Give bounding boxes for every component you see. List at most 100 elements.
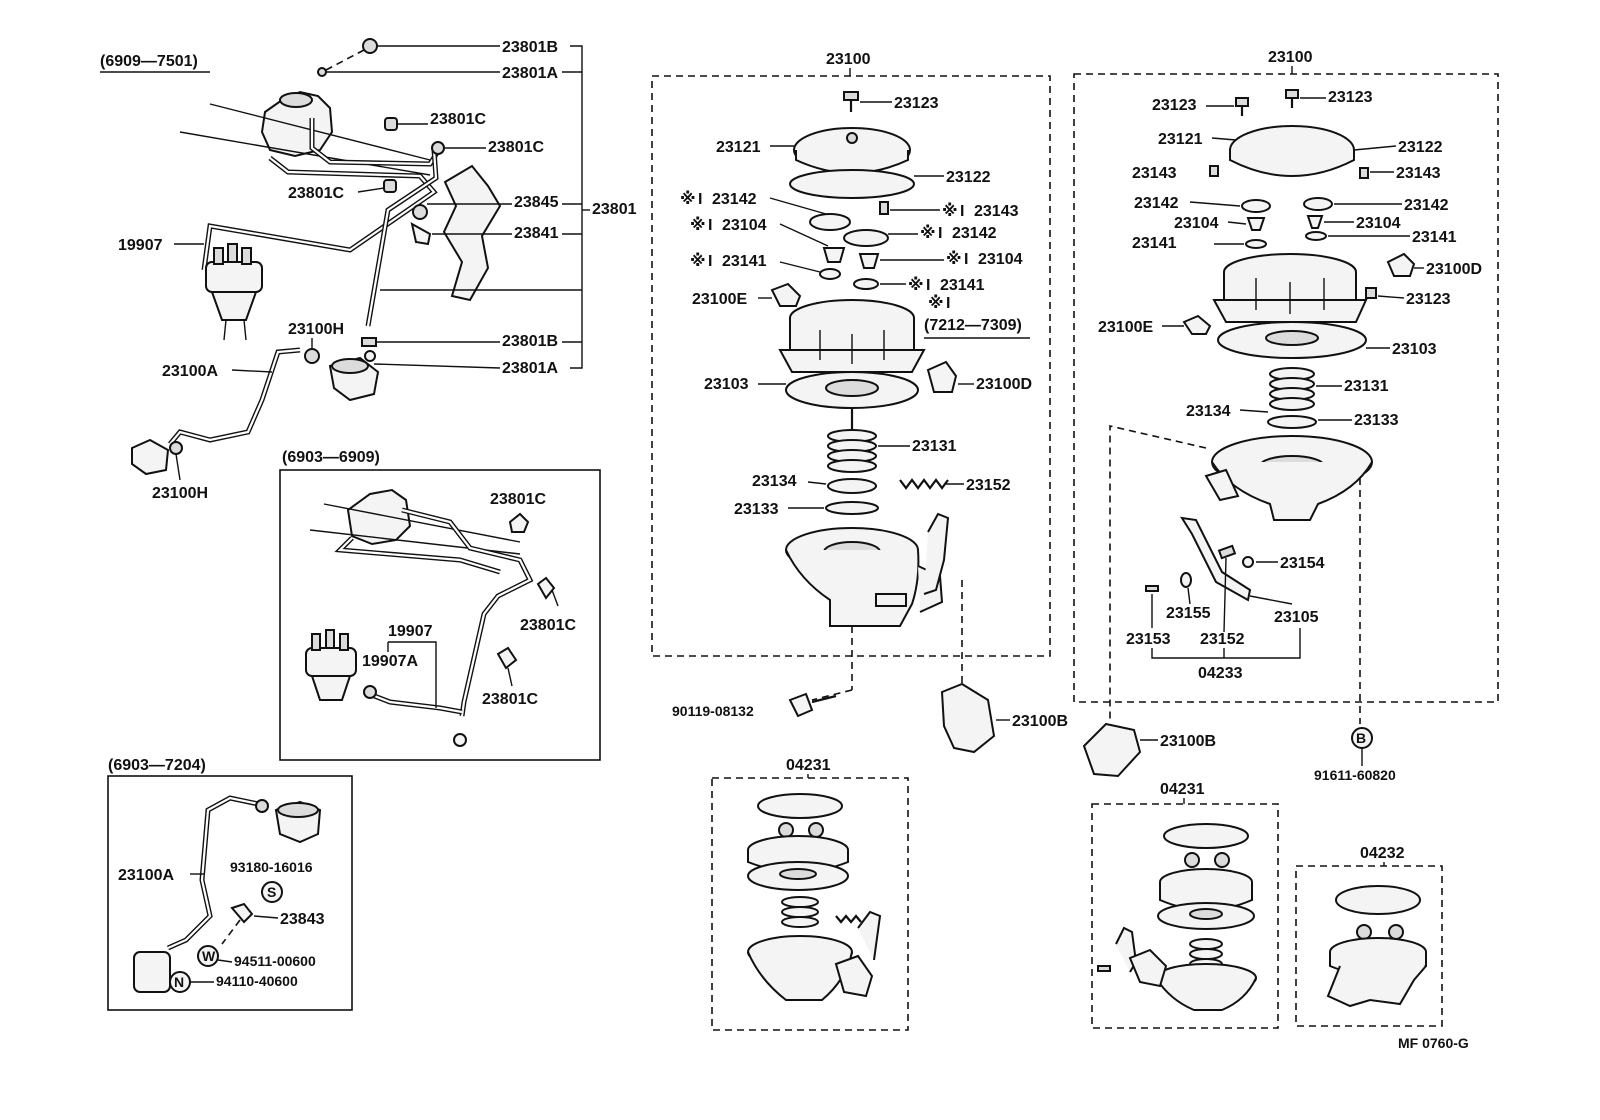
label-23100H-1: 23100H — [288, 321, 344, 338]
label-23133-right: 23133 — [1354, 412, 1399, 429]
label-23100-right: 23100 — [1268, 49, 1313, 66]
diagram-code: MF 0760-G — [1398, 1035, 1469, 1051]
fuel-pump-assembly-left: 23100 23123 23121 23122 ※ I 23143 ※ I 23… — [651, 51, 1068, 754]
fuel-pump-assembly-right: 23100 23123 23123 23121 23122 23143 2314… — [1073, 49, 1499, 783]
marker-bar: I — [946, 295, 950, 312]
label-23841: 23841 — [514, 225, 559, 242]
fuel-line-assembly-main: (6909—7501) — [100, 38, 637, 502]
label-23142-r2: 23142 — [1404, 197, 1449, 214]
label-19907A: 19907A — [362, 653, 418, 670]
range-label-6909-7501: (6909—7501) — [100, 53, 198, 70]
label-note-star: ※ — [928, 294, 944, 312]
label-23100A-2: 23100A — [118, 867, 174, 884]
label-23100A-1: 23100A — [162, 363, 218, 380]
label-04233: 04233 — [1198, 665, 1243, 682]
label-23100-left: 23100 — [826, 51, 871, 68]
label-23100B-left: 23100B — [1012, 713, 1068, 730]
label-23153: 23153 — [1126, 631, 1171, 648]
label-91611-60820: 91611-60820 — [1314, 767, 1396, 783]
label-23801C-1: 23801C — [430, 111, 486, 128]
label-23843: 23843 — [280, 911, 325, 928]
marker-bar: I — [698, 191, 702, 208]
marker-S: S — [267, 884, 276, 900]
label-04231-left: 04231 — [786, 757, 831, 774]
label-93180-16016: 93180-16016 — [230, 859, 313, 875]
kit-04231-right: 04231 — [1091, 781, 1279, 1029]
label-23100D-right: 23100D — [1426, 261, 1482, 278]
label-23133-left: 23133 — [734, 501, 779, 518]
label-23801C-3: 23801C — [288, 185, 344, 202]
label-23801B-top: 23801B — [502, 39, 558, 56]
label-23131-right: 23131 — [1344, 378, 1389, 395]
label-19907: 19907 — [118, 237, 163, 254]
label-23104-right-star: ※ — [946, 250, 962, 268]
range-label-6903-6909: (6903—6909) — [282, 449, 380, 466]
label-23103-right: 23103 — [1392, 341, 1437, 358]
label-23141-r2: 23141 — [1412, 229, 1457, 246]
fuel-filter-assembly-6903-7204: (6903—7204) S W N 23100A 93180-16016 238… — [107, 757, 353, 1011]
label-23152-right: 23152 — [1200, 631, 1245, 648]
fuel-line-assembly-6903-6909: (6903—6909) 23801C 23801C 23801C 19907 1… — [279, 449, 601, 761]
label-94511-00600: 94511-00600 — [234, 953, 316, 969]
label-23104-right: 23104 — [978, 251, 1023, 268]
label-23104-r2: 23104 — [1356, 215, 1401, 232]
label-23801C-s2: 23801C — [520, 617, 576, 634]
marker-bar: I — [964, 251, 968, 268]
label-04232: 04232 — [1360, 845, 1405, 862]
label-19907-s: 19907 — [388, 623, 433, 640]
label-23143-r1: 23143 — [1132, 165, 1177, 182]
label-23845: 23845 — [514, 194, 559, 211]
marker-bar: I — [938, 225, 942, 242]
label-23141-right: 23141 — [940, 277, 985, 294]
label-23100E-left: 23100E — [692, 291, 747, 308]
distributor-sketch — [205, 243, 263, 341]
label-23104-left: 23104 — [722, 217, 767, 234]
label-23123-r1: 23123 — [1152, 97, 1197, 114]
label-23123-left: 23123 — [894, 95, 939, 112]
label-23121-right: 23121 — [1158, 131, 1203, 148]
label-23801: 23801 — [592, 201, 637, 218]
label-23123-r2: 23123 — [1328, 89, 1373, 106]
label-23801C-s3: 23801C — [482, 691, 538, 708]
label-23100B-right: 23100B — [1160, 733, 1216, 750]
label-23123-r3: 23123 — [1406, 291, 1451, 308]
label-90119-08132: 90119-08132 — [672, 703, 754, 719]
label-94110-40600: 94110-40600 — [216, 973, 298, 989]
label-23105: 23105 — [1274, 609, 1319, 626]
label-23143-left: ※ — [942, 202, 958, 220]
label-23100H-2: 23100H — [152, 485, 208, 502]
label-23142-right-star: ※ — [920, 224, 936, 242]
range-label-6903-7204: (6903—7204) — [108, 757, 206, 774]
label-04231-right: 04231 — [1160, 781, 1205, 798]
label-23142-left: 23142 — [712, 191, 757, 208]
marker-N: N — [174, 974, 184, 990]
marker-bar: I — [960, 203, 964, 220]
label-23801A-top: 23801A — [502, 65, 558, 82]
label-23141-right-star: ※ — [908, 276, 924, 294]
spring-23131-right — [1269, 367, 1315, 411]
range-label-7212-7309: (7212—7309) — [924, 317, 1022, 334]
label-23801B-bottom: 23801B — [502, 333, 558, 350]
label-23142-right: 23142 — [952, 225, 997, 242]
label-23104-left-star: ※ — [690, 216, 706, 234]
label-23143-r2: 23143 — [1396, 165, 1441, 182]
kit-04232: 04232 — [1295, 845, 1443, 1027]
label-23134-left: 23134 — [752, 473, 797, 490]
marker-bar: I — [926, 277, 930, 294]
label-23155: 23155 — [1166, 605, 1211, 622]
spring-23131-left — [827, 429, 877, 473]
label-23801C-s1: 23801C — [490, 491, 546, 508]
label-23143-left-num: 23143 — [974, 203, 1019, 220]
marker-B: B — [1356, 730, 1366, 746]
label-23131-left: 23131 — [912, 438, 957, 455]
label-23142-r1: 23142 — [1134, 195, 1179, 212]
label-23141-left-star: ※ — [690, 252, 706, 270]
label-23801A-bottom: 23801A — [502, 360, 558, 377]
label-23134-right: 23134 — [1186, 403, 1231, 420]
label-23122-left: 23122 — [946, 169, 991, 186]
label-23154: 23154 — [1280, 555, 1325, 572]
label-23142-left-star: ※ — [680, 190, 696, 208]
label-23104-r1: 23104 — [1174, 215, 1219, 232]
label-23103-left: 23103 — [704, 376, 749, 393]
marker-bar: I — [708, 253, 712, 270]
